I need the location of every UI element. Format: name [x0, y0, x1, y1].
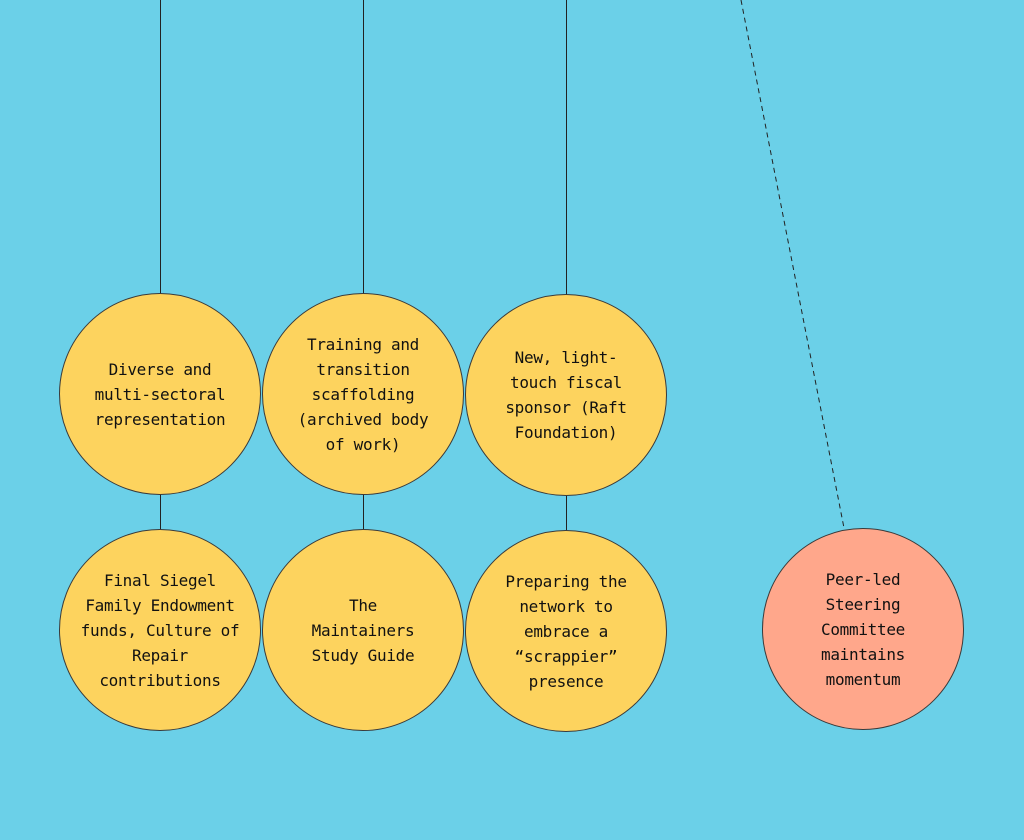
- node-fiscal-sponsor: New, light- touch fiscal sponsor (Raft F…: [465, 294, 667, 496]
- node-label: Peer-led Steering Committee maintains mo…: [821, 569, 905, 689]
- node-steering-committee: Peer-led Steering Committee maintains mo…: [762, 528, 964, 730]
- dashed-connector-line: [740, 0, 845, 529]
- node-label: Preparing the network to embrace a “scra…: [505, 571, 627, 691]
- node-label: Training and transition scaffolding (arc…: [297, 334, 429, 454]
- node-label: Diverse and multi-sectoral representatio…: [94, 359, 226, 429]
- node-training-scaffolding: Training and transition scaffolding (arc…: [262, 293, 464, 495]
- node-final-funds: Final Siegel Family Endowment funds, Cul…: [59, 529, 261, 731]
- node-diverse-representation: Diverse and multi-sectoral representatio…: [59, 293, 261, 495]
- node-label: New, light- touch fiscal sponsor (Raft F…: [505, 348, 627, 442]
- node-label: The Maintainers Study Guide: [311, 595, 415, 665]
- node-scrappier-presence: Preparing the network to embrace a “scra…: [465, 530, 667, 732]
- node-label: Final Siegel Family Endowment funds, Cul…: [80, 570, 240, 690]
- node-study-guide: The Maintainers Study Guide: [262, 529, 464, 731]
